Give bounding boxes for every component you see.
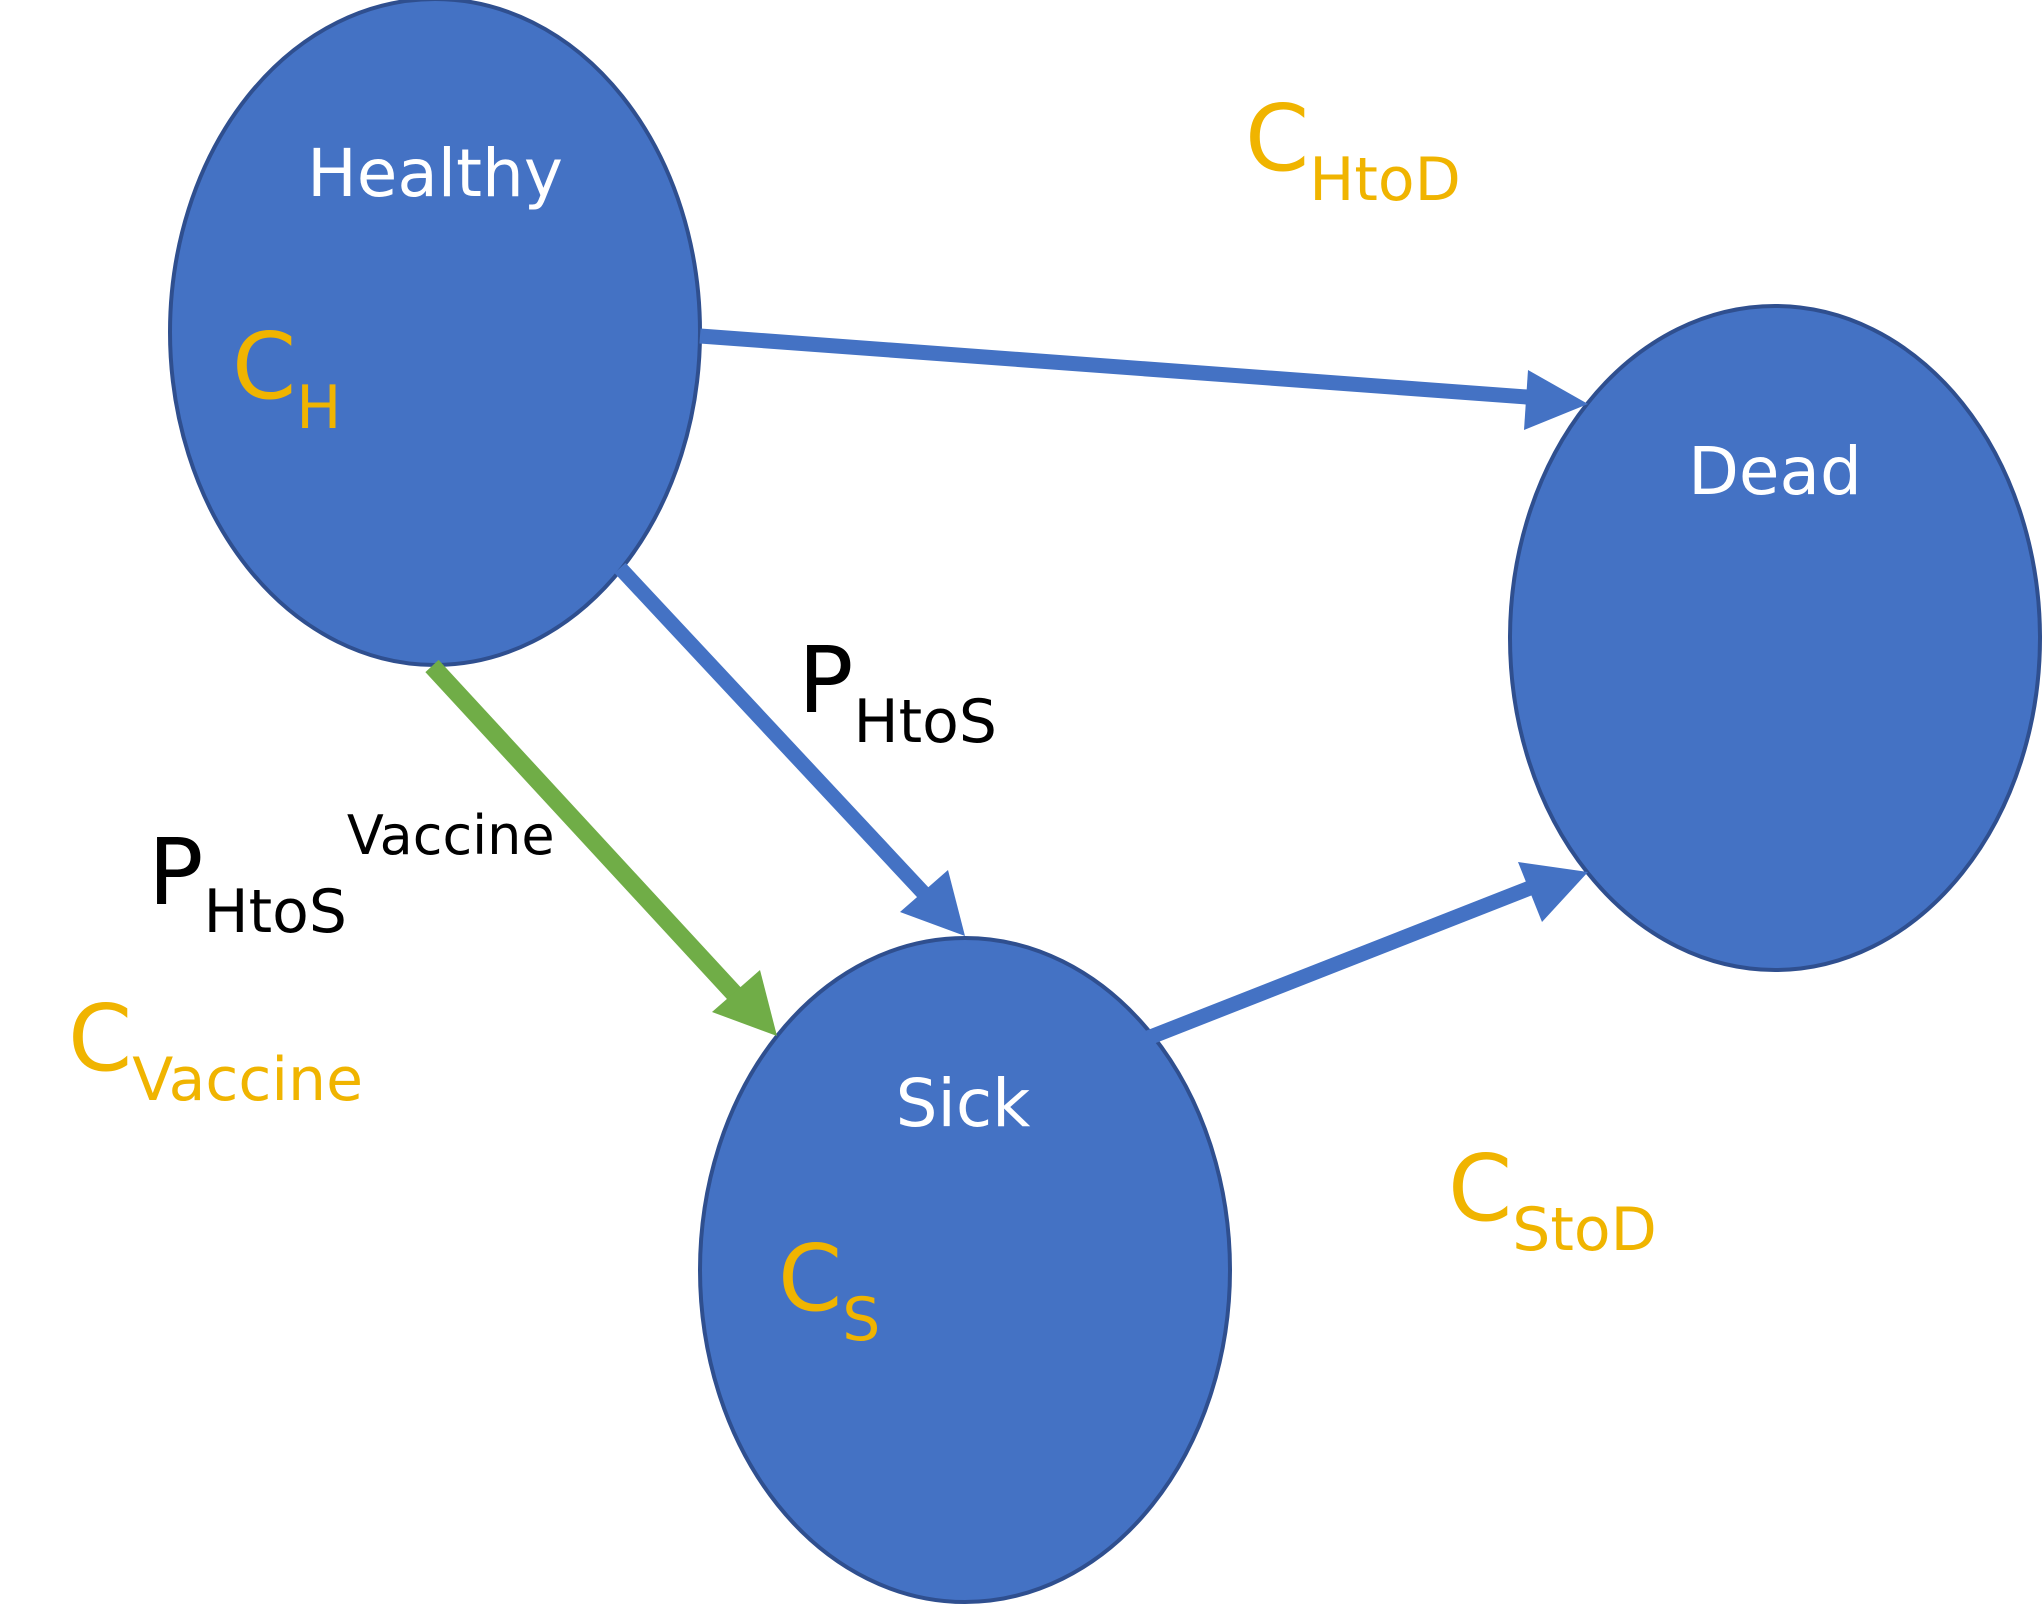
vaccine-cost-main: C <box>68 985 132 1092</box>
stod-cost-main: C <box>1448 1135 1512 1242</box>
arrow-healthy-to-dead <box>699 328 1588 430</box>
htod-cost-label: CHtoD <box>1245 85 1461 215</box>
htos-vaccine-prob-sub: HtoS <box>203 877 346 947</box>
stod-cost-label: CStoD <box>1448 1135 1657 1265</box>
htod-cost-sub: HtoD <box>1309 145 1461 215</box>
healthy-cost-sub: H <box>296 373 341 443</box>
stod-cost-sub: StoD <box>1512 1195 1657 1265</box>
htod-cost-main: C <box>1245 85 1309 192</box>
arrow-healthy-to-sick-vaccine <box>425 659 777 1036</box>
htos-prob-label: PHtoS <box>798 627 997 757</box>
vaccine-cost-label: CVaccine <box>68 985 363 1115</box>
dead-node[interactable] <box>1508 304 2042 972</box>
vaccine-cost-sub: Vaccine <box>132 1045 363 1115</box>
htos-prob-sub: HtoS <box>853 687 996 757</box>
healthy-cost-label: CH <box>232 313 341 443</box>
sick-cost-sub: S <box>842 1285 880 1355</box>
htos-prob-main: P <box>798 627 853 734</box>
sick-cost-label: CS <box>778 1225 880 1355</box>
arrow-healthy-to-sick <box>614 562 965 936</box>
healthy-cost-main: C <box>232 313 296 420</box>
htos-vaccine-prob-main: P <box>148 819 203 926</box>
dead-label: Dead <box>1688 433 1862 510</box>
sick-cost-main: C <box>778 1225 842 1332</box>
healthy-label: Healthy <box>307 135 563 212</box>
htos-vaccine-prob-label: PHtoSVaccine <box>148 804 555 947</box>
sick-node[interactable] <box>698 936 1232 1604</box>
sick-label: Sick <box>896 1065 1032 1142</box>
arrow-sick-to-dead <box>1145 862 1588 1045</box>
htos-vaccine-prob-sup: Vaccine <box>347 804 555 867</box>
